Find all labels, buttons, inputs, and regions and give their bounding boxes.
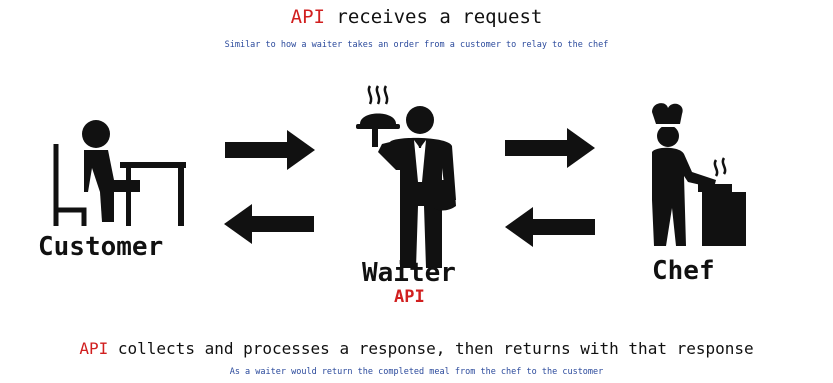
arrow-left-icon <box>505 207 595 247</box>
diagram-footer: API collects and processes a response, t… <box>0 339 833 358</box>
seated-person-icon <box>53 120 186 226</box>
waiter-api-label: API <box>394 287 425 307</box>
footer-rest: collects and processes a response, then … <box>108 339 754 358</box>
diagram-subtitle: Similar to how a waiter takes an order f… <box>224 40 609 50</box>
diagram-title: API receives a request <box>0 6 833 28</box>
waiter-icon <box>356 85 456 268</box>
title-rest: receives a request <box>324 6 543 28</box>
arrow-right-icon <box>505 128 595 168</box>
footer-highlight: API <box>79 339 109 358</box>
diagram-footer-note: As a waiter would return the completed m… <box>229 367 604 377</box>
customer-label: Customer <box>38 232 164 262</box>
arrow-left-icon <box>224 204 314 244</box>
arrow-right-icon <box>225 130 315 170</box>
waiter-label: Waiter <box>362 258 456 288</box>
title-highlight: API <box>290 6 325 28</box>
chef-label: Chef <box>652 256 715 286</box>
chef-icon <box>652 103 746 246</box>
